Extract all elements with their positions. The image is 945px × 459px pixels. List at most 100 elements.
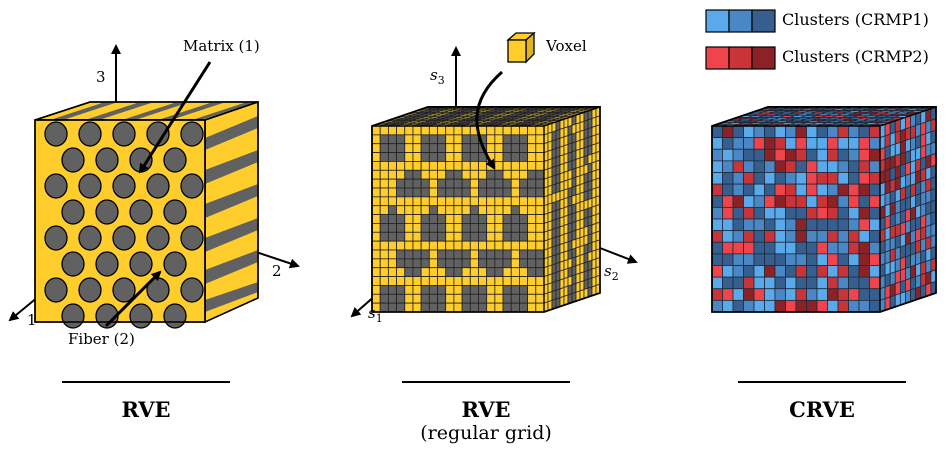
voxel: [858, 276, 870, 290]
voxel: [461, 285, 471, 295]
voxel: [404, 223, 414, 233]
voxel: [396, 249, 406, 260]
voxel: [437, 161, 447, 171]
legend-label-crmp1: Clusters (CRMP1): [782, 10, 929, 29]
fiber-cross-section: [44, 121, 68, 147]
voxel: [858, 172, 870, 185]
voxel: [379, 231, 389, 242]
voxel-side: [925, 247, 932, 263]
voxel: [510, 240, 520, 251]
fiber-cross-section: [61, 303, 85, 329]
voxel-side: [884, 203, 891, 218]
voxel: [848, 148, 860, 162]
voxel: [519, 187, 529, 198]
voxel: [371, 285, 381, 295]
voxel: [858, 148, 870, 162]
voxel: [371, 293, 381, 304]
voxel: [404, 214, 414, 224]
voxel: [816, 253, 828, 266]
voxel: [827, 218, 839, 232]
voxel: [711, 160, 723, 173]
rve-right-stripes: [205, 116, 258, 312]
voxel: [437, 285, 447, 295]
voxel: [535, 302, 545, 313]
voxel-side: [925, 119, 932, 135]
voxel: [486, 293, 496, 304]
voxel: [445, 231, 455, 242]
legend-swatch: [728, 9, 753, 33]
voxel: [396, 143, 406, 153]
voxel-side: [879, 181, 886, 197]
voxel: [387, 178, 397, 189]
voxel-side: [910, 183, 917, 198]
voxel-side: [910, 206, 917, 221]
voxel: [711, 148, 723, 162]
voxel: [387, 231, 397, 242]
voxel-side: [889, 178, 896, 193]
voxel: [486, 302, 496, 313]
voxel-side: [879, 158, 886, 174]
voxel: [469, 152, 479, 162]
voxel: [753, 299, 765, 313]
voxel: [396, 187, 406, 198]
voxel-side: [920, 133, 927, 148]
voxel: [396, 240, 406, 251]
voxel: [869, 206, 881, 220]
voxel: [494, 267, 504, 277]
voxel: [837, 206, 849, 220]
voxel: [428, 258, 438, 269]
voxel-side: [889, 259, 896, 275]
voxel: [785, 241, 797, 255]
voxel: [743, 137, 755, 150]
voxel: [535, 258, 545, 269]
voxel: [445, 178, 455, 189]
voxel: [816, 299, 828, 313]
voxel: [396, 161, 406, 171]
voxel: [527, 258, 537, 269]
voxel: [412, 196, 422, 207]
voxel: [519, 152, 529, 162]
voxel: [722, 230, 734, 243]
voxel: [535, 161, 545, 171]
voxel: [437, 214, 447, 224]
voxel: [469, 240, 479, 251]
voxel: [461, 143, 471, 153]
voxel: [461, 258, 471, 269]
voxel: [428, 293, 438, 304]
voxel-side: [915, 227, 922, 243]
voxel: [774, 160, 786, 173]
voxel: [396, 178, 406, 189]
voxel: [379, 214, 389, 224]
voxel: [795, 183, 807, 197]
voxel: [535, 187, 545, 198]
voxel: [795, 241, 807, 255]
voxel: [527, 231, 537, 242]
voxel-side: [884, 284, 891, 300]
voxel: [453, 187, 463, 198]
voxel: [535, 285, 545, 295]
voxel: [795, 206, 807, 220]
axis-2-label: 2: [272, 262, 282, 280]
voxel: [486, 178, 496, 189]
voxel: [806, 137, 818, 150]
voxel: [869, 230, 881, 243]
voxel: [774, 276, 786, 290]
voxel: [869, 172, 881, 185]
fiber-cross-section: [95, 147, 119, 173]
voxel: [437, 196, 447, 207]
voxel: [396, 293, 406, 304]
voxel: [827, 206, 839, 220]
voxel: [837, 137, 849, 150]
voxel: [371, 205, 381, 215]
voxel-side: [905, 277, 911, 293]
voxel: [869, 241, 881, 255]
caption-rule-2: [402, 381, 570, 383]
voxel: [404, 293, 414, 304]
voxel-side: [905, 242, 911, 258]
voxel: [371, 214, 381, 224]
voxel: [806, 253, 818, 266]
voxel: [816, 195, 828, 208]
voxel: [510, 143, 520, 153]
voxel: [453, 152, 463, 162]
voxel: [732, 148, 744, 162]
